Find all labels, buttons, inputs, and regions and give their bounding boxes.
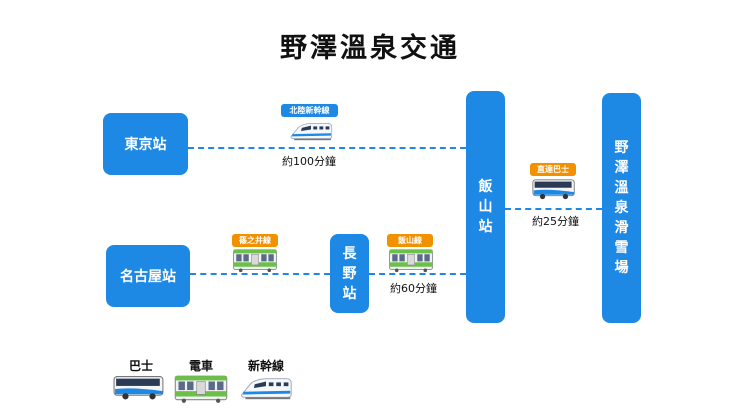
- bus-icon: [532, 178, 576, 201]
- station-nozawa-char: 滑: [614, 220, 629, 236]
- station-nozawa-char: 溫: [614, 180, 629, 196]
- station-iiyama-char: 飯: [478, 179, 493, 195]
- station-nagano-char: 野: [342, 265, 357, 282]
- station-nozawa-char: 澤: [614, 160, 629, 176]
- train-icon: [174, 374, 228, 404]
- station-nozawa-char: 雪: [614, 240, 629, 256]
- station-nozawa-char: 野: [614, 140, 629, 156]
- route-line-tokyo-iiyama: [188, 147, 466, 149]
- station-nagoya-label: 名古屋站: [120, 269, 176, 285]
- station-tokyo-label: 東京站: [124, 137, 167, 153]
- station-nagano-char: 站: [342, 285, 357, 302]
- station-nozawa-onsen-ski: 野 澤 溫 泉 滑 雪 場: [602, 93, 641, 323]
- route-line-nagano-iiyama: [369, 273, 466, 275]
- line-tag-direct-bus: 直達巴士: [530, 163, 576, 176]
- route-line-nagoya-nagano: [190, 273, 330, 275]
- station-tokyo: 東京站: [103, 113, 188, 175]
- travel-time-iiyama-line: 約60分鐘: [390, 282, 437, 295]
- station-nagano-char: 長: [342, 245, 357, 262]
- train-icon: [232, 248, 278, 273]
- bus-icon: [113, 374, 165, 402]
- station-iiyama-char: 站: [478, 219, 493, 235]
- line-tag-shinonoi: 篠之井線: [232, 234, 278, 247]
- travel-time-bus: 約25分鐘: [532, 215, 579, 228]
- station-nozawa-char: 場: [614, 260, 629, 276]
- station-iiyama: 飯 山 站: [466, 91, 505, 323]
- train-icon: [388, 248, 434, 273]
- station-nagano: 長 野 站: [330, 234, 369, 313]
- travel-time-hokuriku: 約100分鐘: [282, 155, 336, 168]
- legend-label-bus: 巴士: [128, 359, 153, 373]
- station-nozawa-char: 泉: [614, 200, 629, 216]
- page-title: 野澤溫泉交通: [280, 33, 460, 64]
- legend-label-shinkansen: 新幹線: [247, 359, 284, 373]
- legend-label-train: 電車: [188, 359, 213, 373]
- route-line-iiyama-nozawa: [505, 208, 602, 210]
- shinkansen-icon: [288, 119, 334, 143]
- station-nagoya: 名古屋站: [106, 245, 190, 307]
- station-iiyama-char: 山: [478, 199, 493, 215]
- line-tag-hokuriku-shinkansen: 北陸新幹線: [281, 104, 338, 117]
- line-tag-iiyama: 飯山線: [387, 234, 433, 247]
- shinkansen-icon: [238, 374, 294, 402]
